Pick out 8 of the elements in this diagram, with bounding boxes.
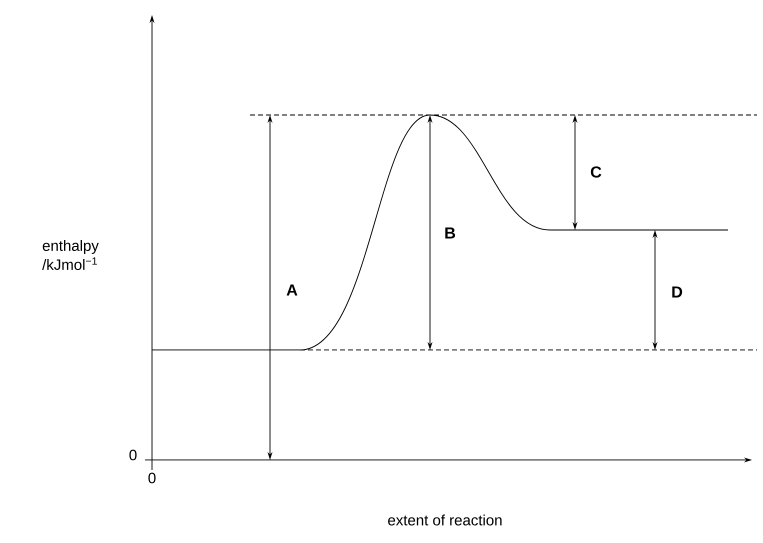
dimension-letter: A (286, 284, 298, 296)
axis-label: extent of reaction (388, 514, 502, 526)
dimension-letter: B (445, 227, 456, 238)
axis-value: 0 (129, 450, 137, 460)
axis-label: enthalpy /kJmol$^{−1}$ (42, 240, 99, 270)
dimension-letter: D (672, 286, 682, 298)
dimension-letter: C (590, 166, 602, 178)
axis-value: 0 (148, 472, 156, 484)
